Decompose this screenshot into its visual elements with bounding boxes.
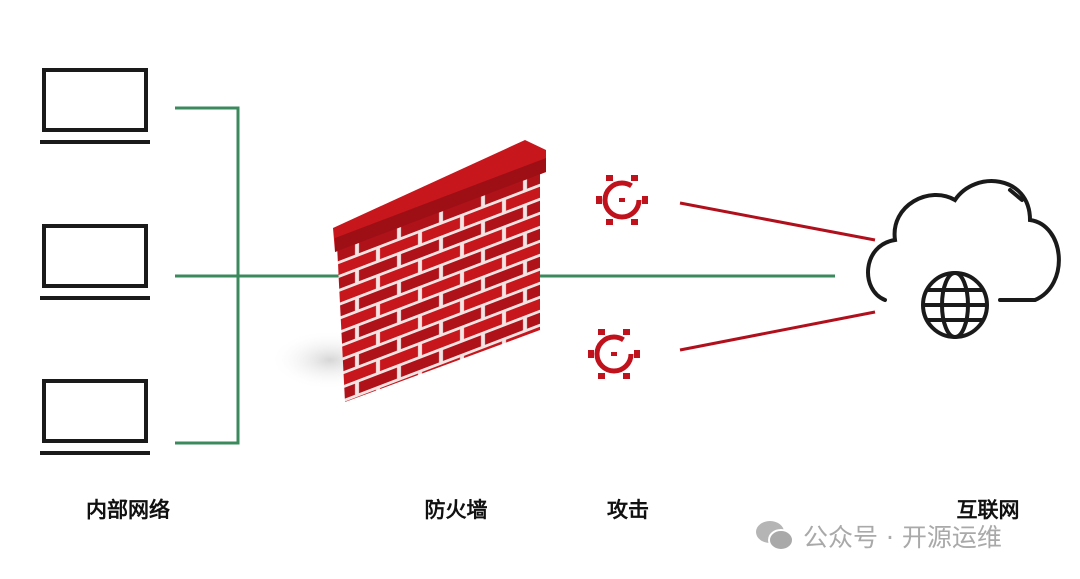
internal-links [175, 106, 835, 445]
laptop-icon [40, 379, 150, 455]
attack-label: 攻击 [607, 498, 649, 522]
virus-icon [596, 175, 648, 225]
virus-icon [588, 329, 640, 379]
attack-links [679, 201, 876, 352]
watermark-text: 公众号 · 开源运维 [803, 523, 1002, 552]
laptop-icon [40, 224, 150, 300]
globe-icon [921, 271, 989, 339]
firewall-label: 防火墙 [424, 498, 488, 522]
watermark: 公众号 · 开源运维 [755, 518, 1002, 554]
laptop-icon [40, 68, 150, 144]
internal-network-label: 内部网络 [86, 498, 170, 522]
cloud-icon [866, 179, 1061, 302]
internet-label: 互联网 [956, 498, 1020, 522]
firewall-wall [270, 140, 546, 402]
wechat-icon [756, 521, 794, 551]
